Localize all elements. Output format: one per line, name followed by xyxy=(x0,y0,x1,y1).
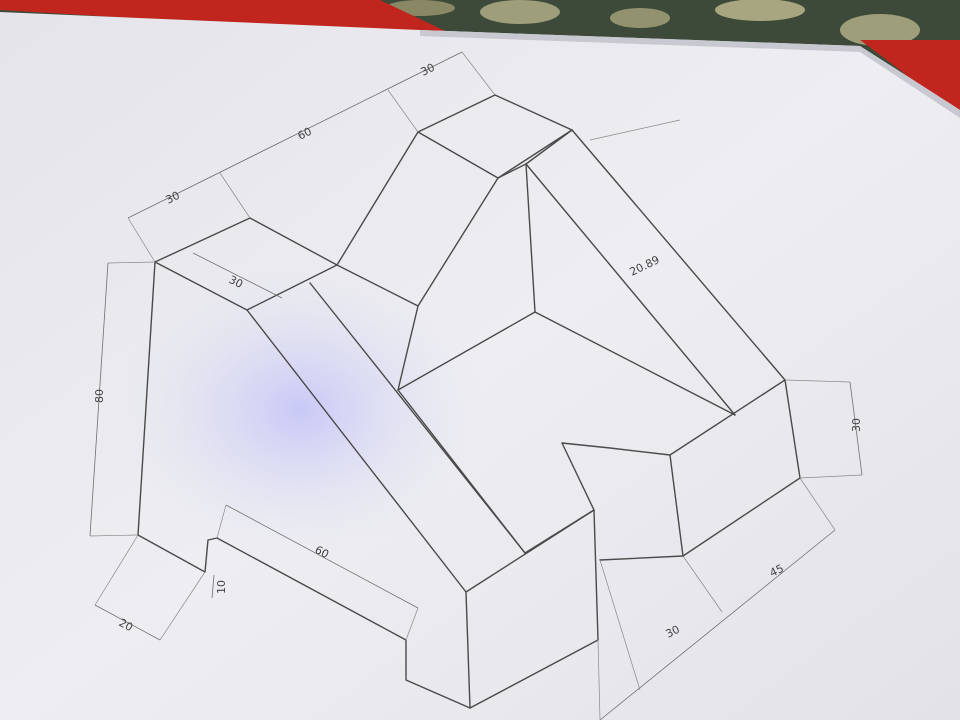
light-glare xyxy=(110,260,490,560)
dimension-lines xyxy=(89,51,863,720)
dim-label-bottom-45: 45 xyxy=(768,562,786,580)
dim-label-bottom-60: 60 xyxy=(313,543,331,561)
dim-label-top-60: 60 xyxy=(296,125,314,143)
dim-label-bottom-30: 30 xyxy=(664,623,682,641)
dim-label-top-30: 30 xyxy=(419,61,437,79)
dim-label-top-left-30: 30 xyxy=(164,189,182,207)
dim-label-inner-30: 30 xyxy=(227,273,245,291)
red-fabric-right xyxy=(860,40,960,120)
dim-label-height-80: 80 xyxy=(93,389,106,403)
dim-label-bottom-20: 20 xyxy=(117,616,135,634)
dim-label-right-30: 30 xyxy=(850,418,863,432)
dim-label-bottom-10: 10 xyxy=(215,580,228,594)
